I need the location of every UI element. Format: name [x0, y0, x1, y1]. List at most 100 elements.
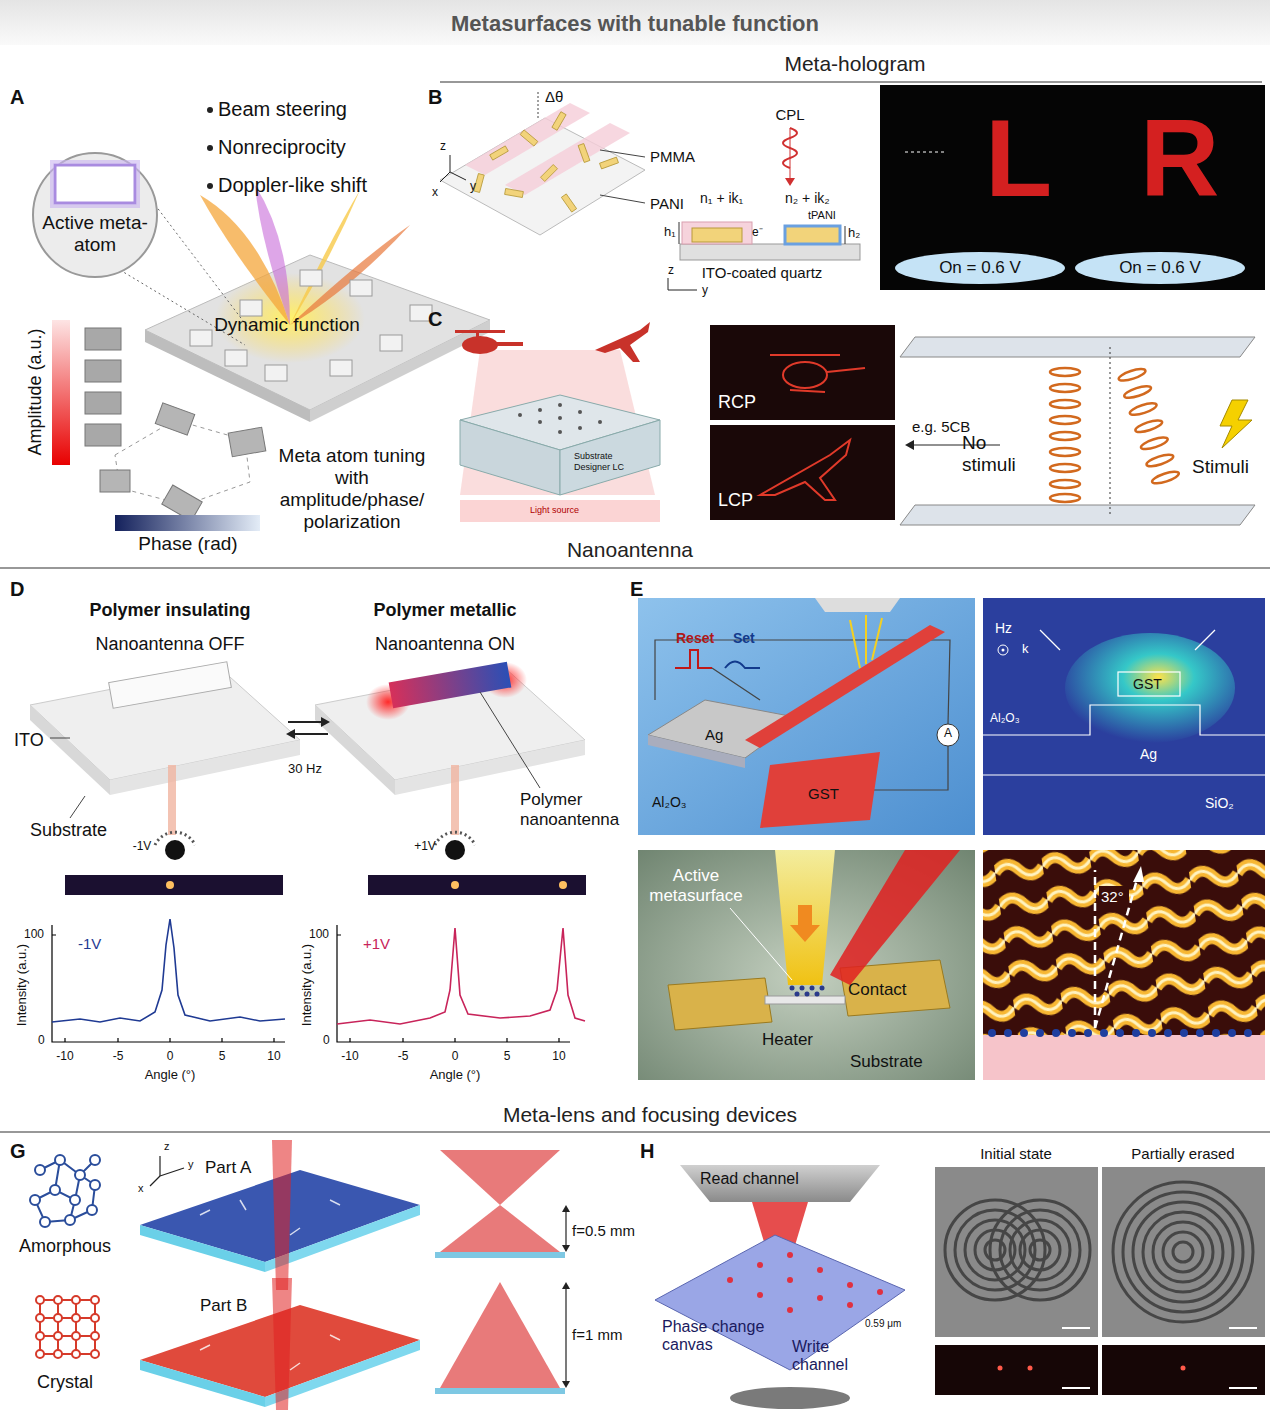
figure-label: E	[630, 578, 643, 601]
panel-a-art	[228, 427, 266, 457]
panel-c-art	[518, 403, 602, 434]
panel-c-art	[538, 420, 542, 424]
figure-label: Hz	[995, 620, 1012, 636]
figure-label: z	[164, 1140, 170, 1153]
panel-f-art	[795, 992, 800, 997]
panel-c-art	[1050, 400, 1080, 408]
figure-label: Set	[733, 630, 755, 646]
panel-e-art	[983, 774, 1265, 775]
panel-g-art	[330, 1335, 340, 1340]
panel-e-art	[675, 650, 712, 668]
panel-e-art	[1040, 630, 1060, 650]
panel-h-art	[1133, 1202, 1233, 1302]
panel-h-art	[1181, 1366, 1186, 1371]
panel-b-art	[790, 128, 791, 183]
figure-label: f=0.5 mm	[572, 1222, 635, 1239]
panel-e-art	[983, 630, 1265, 775]
panel-b-art	[541, 165, 558, 182]
panel-g-art	[30, 1140, 570, 1410]
panel-f-art	[790, 986, 795, 991]
panel-a-art	[115, 515, 260, 531]
panel-f-art	[1212, 1029, 1220, 1037]
panel-c-art	[760, 440, 850, 500]
panel-b-art	[905, 152, 945, 153]
panel-c-art	[476, 333, 479, 339]
panel-g-art	[290, 1228, 300, 1235]
figure-label: z	[440, 140, 446, 154]
panel-d-art	[389, 662, 512, 708]
panel-e-art	[937, 724, 959, 746]
panel-b-art	[600, 150, 645, 157]
panel-d-art	[52, 935, 559, 1042]
panel-d-art	[52, 925, 570, 1042]
panel-e-art	[983, 705, 1265, 735]
panel-f-art	[638, 850, 975, 1080]
panel-g-art	[140, 1360, 265, 1407]
figure-label: +1V	[414, 840, 436, 854]
panel-h-art	[680, 1165, 880, 1202]
panel-b-art	[538, 92, 539, 120]
panel-g-art	[565, 1284, 566, 1386]
panel-h-art	[1143, 1212, 1223, 1292]
panel-c-art	[710, 425, 895, 520]
panel-h-art	[1030, 1240, 1050, 1260]
panel-d-art	[288, 721, 325, 723]
panel-f-art	[1196, 1029, 1204, 1037]
panel-b-art	[668, 290, 697, 291]
panel-a-art	[240, 300, 262, 316]
panel-c-art	[1050, 464, 1080, 472]
panel-b-art	[880, 85, 1265, 290]
panel-c-art	[518, 413, 522, 417]
panel-e-art	[1002, 649, 1005, 652]
panel-h-art	[730, 1387, 850, 1409]
panel-g-art	[150, 1176, 160, 1186]
panel-g-art	[40, 1300, 95, 1354]
panel-c-art	[760, 355, 865, 500]
panel-c-art	[462, 336, 498, 354]
panel-g-art	[50, 1185, 60, 1195]
figure-label: 0	[323, 1034, 330, 1048]
panel-h-art	[1123, 1192, 1243, 1312]
panel-f-art	[988, 1029, 996, 1037]
figure-label: Substrate	[850, 1052, 923, 1072]
figure-label: Polymer nanoantenna	[520, 790, 625, 829]
figure-label: Part A	[205, 1158, 251, 1178]
panel-f-art	[1228, 1029, 1236, 1037]
panel-h-art	[1113, 1182, 1253, 1322]
panel-g-art	[150, 1156, 184, 1186]
panel-h-art	[847, 1302, 853, 1308]
figure-label: G	[10, 1140, 26, 1163]
panel-c-art	[1050, 368, 1080, 376]
panel-h-art	[847, 1282, 853, 1288]
figure-label: z	[668, 264, 674, 278]
panel-c-art	[1220, 400, 1252, 448]
panel-c-art	[790, 390, 825, 392]
figure-label: Substrate	[574, 451, 613, 461]
figure-label: y	[702, 284, 708, 298]
panel-f-art	[1084, 1029, 1092, 1037]
panel-g-art	[75, 1170, 85, 1180]
figure-label: e⁻	[752, 226, 763, 240]
panel-f-art	[815, 992, 820, 997]
figure-label: Meta-lens and focusing devices	[503, 1103, 797, 1127]
panel-d-art	[559, 881, 567, 889]
panel-h-art	[1113, 1182, 1253, 1322]
figure-label: ITO-coated quartz	[702, 264, 823, 281]
panel-c-art	[1050, 448, 1080, 456]
panel-f-art	[638, 850, 1265, 1080]
figure-label: C	[428, 308, 442, 331]
figure-label: Designer LC	[574, 462, 624, 472]
panel-h-art	[787, 1277, 793, 1283]
panel-a-art	[380, 335, 402, 351]
panel-b-art	[561, 194, 576, 212]
panel-c-art	[910, 445, 1000, 446]
panel-g-art	[35, 1160, 95, 1222]
panel-b-art	[679, 222, 680, 244]
figure-label: 5	[504, 1050, 511, 1064]
panel-a-art	[330, 360, 352, 376]
panel-g-art	[562, 1381, 570, 1388]
panel-d-art	[321, 717, 330, 727]
panel-d-art	[52, 919, 285, 1022]
figure-label: Substrate	[30, 820, 107, 841]
panel-b-art	[552, 112, 566, 131]
